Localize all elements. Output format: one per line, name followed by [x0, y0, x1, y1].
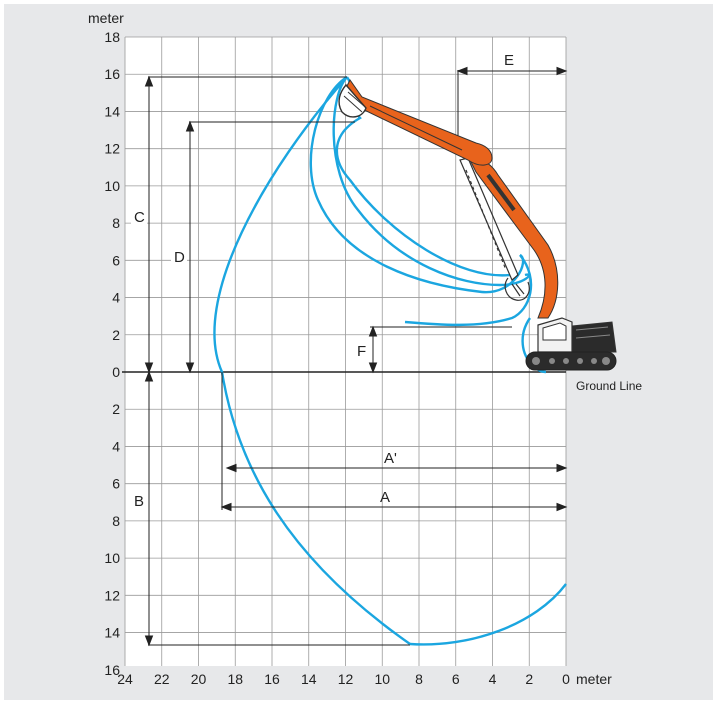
dim-e-arrow-right: [556, 66, 568, 76]
x-tick-label: 18: [227, 671, 243, 687]
y-tick-label: 6: [112, 476, 120, 492]
dim-f-label-bg: [355, 341, 371, 359]
dim-d-arrow-bottom: [185, 362, 195, 374]
dim-b-arrow-bottom: [144, 635, 154, 647]
ground-line-label: Ground Line: [576, 379, 642, 393]
y-tick-label: 14: [104, 103, 120, 119]
y-tick-label: 10: [104, 178, 120, 194]
dim-a-prime-label: A': [384, 450, 397, 467]
y-tick-label: 16: [104, 662, 120, 678]
y-tick-label: 4: [112, 290, 120, 306]
boom-cylinder: [486, 173, 516, 212]
dim-a-prime-arrow-left: [225, 463, 237, 473]
dim-c-label-bg: [131, 207, 147, 225]
dim-e-label: E: [504, 52, 514, 69]
x-tick-label: 20: [191, 671, 207, 687]
y-tick-label: 0: [112, 364, 120, 380]
y-axis-unit: meter: [88, 10, 124, 26]
x-tick-label: 0: [562, 671, 570, 687]
x-tick-label: 16: [264, 671, 280, 687]
y-tick-label: 8: [112, 215, 120, 231]
dim-b-arrow-top: [144, 370, 154, 382]
dim-b-label: B: [134, 493, 144, 510]
dim-a-prime-arrow-right: [556, 463, 568, 473]
x-tick-label: 10: [374, 671, 390, 687]
y-tick-label: 12: [104, 141, 120, 157]
engine-housing: [571, 321, 617, 353]
inner-middle-curve: [332, 76, 531, 287]
y-tick-label: 10: [104, 550, 120, 566]
tracks: [525, 351, 617, 371]
y-tick-label: 2: [112, 327, 120, 343]
dim-d-label: D: [174, 249, 185, 266]
excavator: [338, 79, 617, 371]
x-tick-label: 4: [489, 671, 497, 687]
x-tick-label: 14: [301, 671, 317, 687]
y-tick-label: 8: [112, 513, 120, 529]
dim-b-label-bg: [131, 491, 147, 509]
y-tick-label: 2: [112, 401, 120, 417]
x-tick-label: 2: [525, 671, 533, 687]
x-tick-label: 6: [452, 671, 460, 687]
x-tick-label: 8: [415, 671, 423, 687]
dim-d-label-bg: [171, 247, 187, 265]
y-tick-label: 18: [104, 29, 120, 45]
x-tick-label: 22: [154, 671, 170, 687]
dimension-lines: [144, 66, 568, 647]
y-tick-label: 4: [112, 438, 120, 454]
x-tick-label: 24: [117, 671, 133, 687]
dim-c-arrow-bottom: [144, 362, 154, 374]
x-tick-label: 12: [338, 671, 354, 687]
arm: [345, 79, 493, 166]
y-tick-label: 16: [104, 66, 120, 82]
dim-a-arrow-right: [556, 502, 568, 512]
dim-a-arrow-left: [220, 502, 232, 512]
dim-f-arrow-top: [368, 325, 378, 337]
track-rollers: [532, 357, 610, 365]
y-tick-label: 12: [104, 587, 120, 603]
dim-f-arrow-bottom: [368, 362, 378, 374]
dim-f-label: F: [357, 343, 366, 360]
y-tick-label: 14: [104, 625, 120, 641]
low-reach-curve: [404, 254, 533, 327]
y-tick-label: 6: [112, 252, 120, 268]
dim-c-arrow-top: [144, 75, 154, 87]
dim-e-arrow-left: [456, 66, 468, 76]
dim-c-label: C: [134, 209, 145, 226]
y-axis-ticks: 18 16 14 12 10 8 6 4 2 0 2 4 6 8 10 12 14 16: [104, 29, 120, 678]
x-axis-unit: meter: [576, 671, 612, 687]
dim-a-label: A: [380, 489, 390, 506]
dim-d-arrow-top: [185, 120, 195, 132]
bottom-digging-curve: [409, 583, 567, 646]
